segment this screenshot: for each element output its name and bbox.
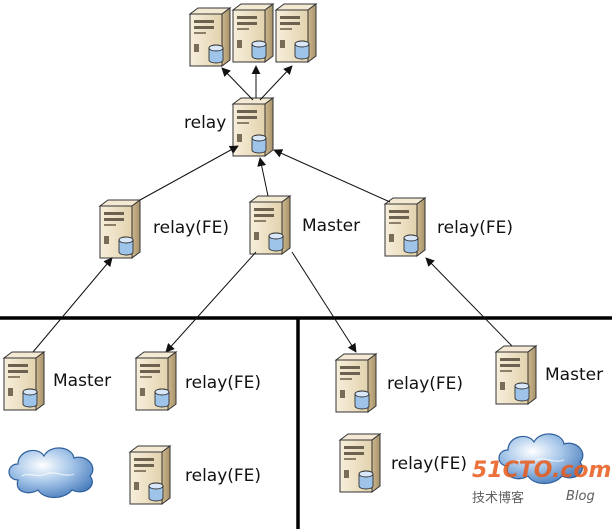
- arrow-master-to-region-right-fe: [291, 251, 357, 353]
- arrow-right-fe-to-relay: [273, 149, 391, 203]
- region-left-relay-fe-label-2: relay(FE): [185, 466, 261, 486]
- region-left-master-server: [3, 351, 45, 411]
- mid-relay-fe-left-server: [99, 199, 141, 259]
- arrow-left-fe-to-relay: [139, 145, 239, 201]
- mid-relay-fe-left-label: relay(FE): [153, 218, 229, 238]
- arrow-left-master-to-left-fe: [32, 257, 113, 353]
- backend-server-2: [232, 3, 274, 63]
- arrow-relay-to-backend-1: [221, 67, 254, 101]
- arrow-right-master-to-right-fe: [425, 257, 513, 347]
- mid-relay-fe-right-label: relay(FE): [437, 218, 513, 238]
- region-right-relay-fe-label-2: relay(FE): [391, 454, 467, 474]
- region-right-master-label: Master: [545, 365, 603, 385]
- backend-server-3: [275, 3, 317, 63]
- watermark-subtitle-text: 技术博客: [472, 490, 524, 506]
- region-right-relay-fe-server-2: [339, 433, 381, 493]
- region-left-cloud-icon: [8, 447, 94, 499]
- site-watermark: 51CTO.com 技术博客 Blog: [472, 458, 611, 506]
- mid-master-server: [249, 195, 291, 255]
- mid-master-label: Master: [302, 216, 360, 236]
- top-relay-label: relay: [184, 113, 226, 133]
- region-right-master-server: [495, 345, 537, 405]
- region-left-relay-fe-server: [135, 351, 177, 411]
- mid-relay-fe-right-server: [384, 197, 426, 257]
- watermark-site-text: 51CTO.com: [472, 458, 611, 483]
- backend-server-1: [189, 7, 231, 67]
- region-right-relay-fe-server: [335, 353, 377, 413]
- region-right-relay-fe-label: relay(FE): [387, 374, 463, 394]
- region-left-relay-fe-server-2: [129, 445, 171, 505]
- arrow-master-to-relay: [257, 157, 269, 197]
- region-left-master-label: Master: [53, 371, 111, 391]
- region-left-relay-fe-label: relay(FE): [185, 373, 261, 393]
- arrow-relay-to-backend-3: [259, 65, 293, 101]
- top-relay-server: [232, 97, 274, 157]
- watermark-blog-text: Blog: [566, 489, 595, 504]
- arrow-master-to-region-left-fe: [165, 251, 257, 353]
